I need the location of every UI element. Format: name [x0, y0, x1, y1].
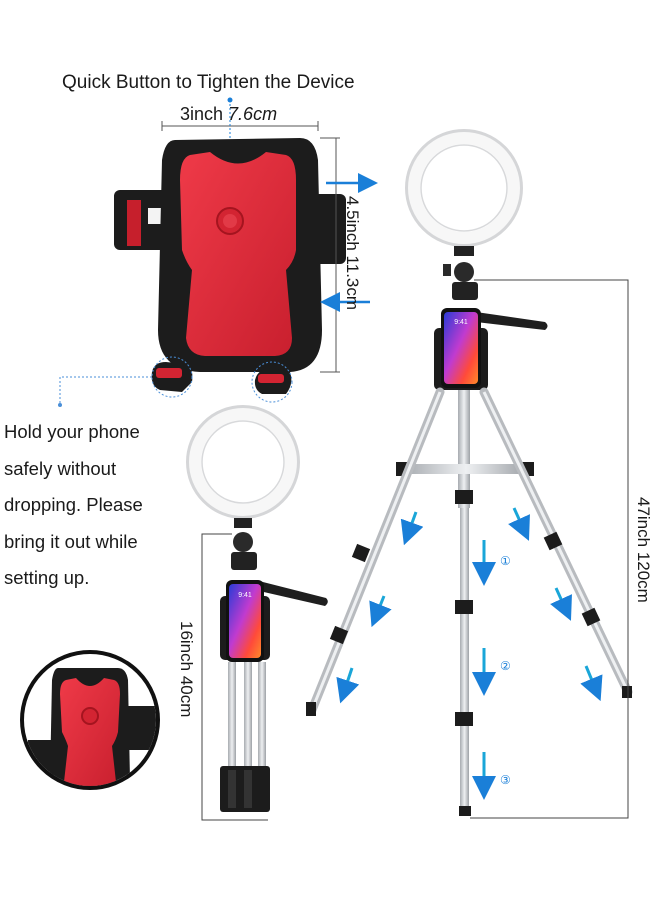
short-leg-center	[244, 662, 252, 787]
ring-light-short-inner	[201, 420, 285, 504]
side-note-line: Hold your phone	[4, 421, 140, 442]
short-lock-detail-1	[228, 770, 236, 808]
foot-pointer-dot	[58, 403, 62, 407]
right-foot-pad	[258, 374, 284, 383]
left-leg-foot	[306, 702, 316, 716]
foot-highlight-right	[251, 361, 293, 403]
short-pan-head	[231, 552, 257, 570]
short-lock-detail-2	[244, 770, 252, 808]
short-height-label: 16inch 40cm	[177, 621, 196, 718]
short-ball-head	[233, 532, 253, 552]
leg-brace	[404, 464, 528, 474]
side-note-line: dropping. Please	[4, 494, 143, 515]
short-height-dimension-line	[201, 533, 268, 821]
width-dimension-line	[161, 121, 319, 131]
phone-tall-screen	[444, 312, 478, 384]
center-lock-3	[455, 712, 473, 726]
center-lock-2	[455, 600, 473, 614]
phone-tall-time: 9:41	[454, 319, 468, 326]
ring-light-short	[189, 408, 297, 516]
side-note-line: bring it out while	[4, 530, 138, 552]
holder-red-insert	[180, 152, 296, 356]
tall-height-label: 47inch 120cm	[634, 497, 653, 603]
left-leg-lock-2	[329, 625, 349, 645]
headline: Quick Button to Tighten the Device	[62, 72, 355, 93]
phone-short-screen	[229, 584, 261, 658]
foot-highlight-left	[151, 356, 193, 398]
left-grip-pad	[127, 200, 141, 246]
width-label-metric: 7.6cm	[228, 104, 278, 124]
width-label: 3inch 7.6cm	[180, 104, 277, 125]
right-leg-lock-1	[543, 531, 563, 551]
pointer-dot	[227, 97, 233, 103]
side-note-line: setting up.	[4, 567, 90, 588]
tripod-tall: 9:41	[306, 129, 633, 819]
left-foot-pad	[156, 368, 182, 378]
holder-closeup	[20, 650, 160, 790]
ring-light-outer	[405, 129, 523, 247]
step-3-label: ③	[500, 773, 511, 787]
side-note: Hold your phone safely without dropping.…	[4, 414, 143, 597]
holder-height-dimension-line	[320, 137, 340, 373]
holder-height-label: 4.5inch 11.3cm	[343, 196, 362, 311]
center-column	[458, 390, 470, 508]
closeup-right-arm	[128, 706, 156, 750]
center-lock-1	[455, 490, 473, 504]
right-leg-lock-2	[581, 607, 601, 627]
ring-light-short-outer	[186, 405, 300, 519]
center-leg-foot	[459, 806, 471, 816]
side-note-line: safely without	[4, 457, 117, 479]
pan-head	[452, 282, 478, 300]
ball-head	[454, 262, 474, 282]
short-leg-left	[228, 662, 236, 782]
pan-handle	[476, 312, 548, 330]
phone-holder-large	[58, 97, 378, 407]
extension-arrows	[336, 507, 603, 800]
ring-light-inner	[420, 144, 508, 232]
short-ring-mount	[234, 518, 252, 528]
ball-head-knob	[443, 264, 451, 276]
short-leg-right	[258, 662, 266, 780]
phone-short-time: 9:41	[238, 592, 252, 599]
tripod-short: 9:41	[186, 405, 328, 821]
step-2-label: ②	[500, 659, 511, 673]
closeup-button	[81, 707, 99, 725]
ring-mount	[454, 246, 474, 256]
right-leg-foot	[622, 686, 632, 698]
foot-pointer-line	[59, 376, 152, 405]
left-leg-highlight	[310, 391, 442, 711]
closeup-red-insert	[60, 678, 120, 786]
left-leg-lock-1	[351, 543, 371, 563]
tall-height-dimension-line	[470, 279, 629, 819]
width-label-imperial: 3inch	[180, 104, 224, 124]
ring-light-tall	[408, 132, 520, 244]
center-leg	[460, 508, 469, 808]
short-pan-handle	[255, 580, 328, 606]
step-1-label: ①	[500, 554, 511, 568]
tighten-button-cap	[223, 214, 237, 228]
